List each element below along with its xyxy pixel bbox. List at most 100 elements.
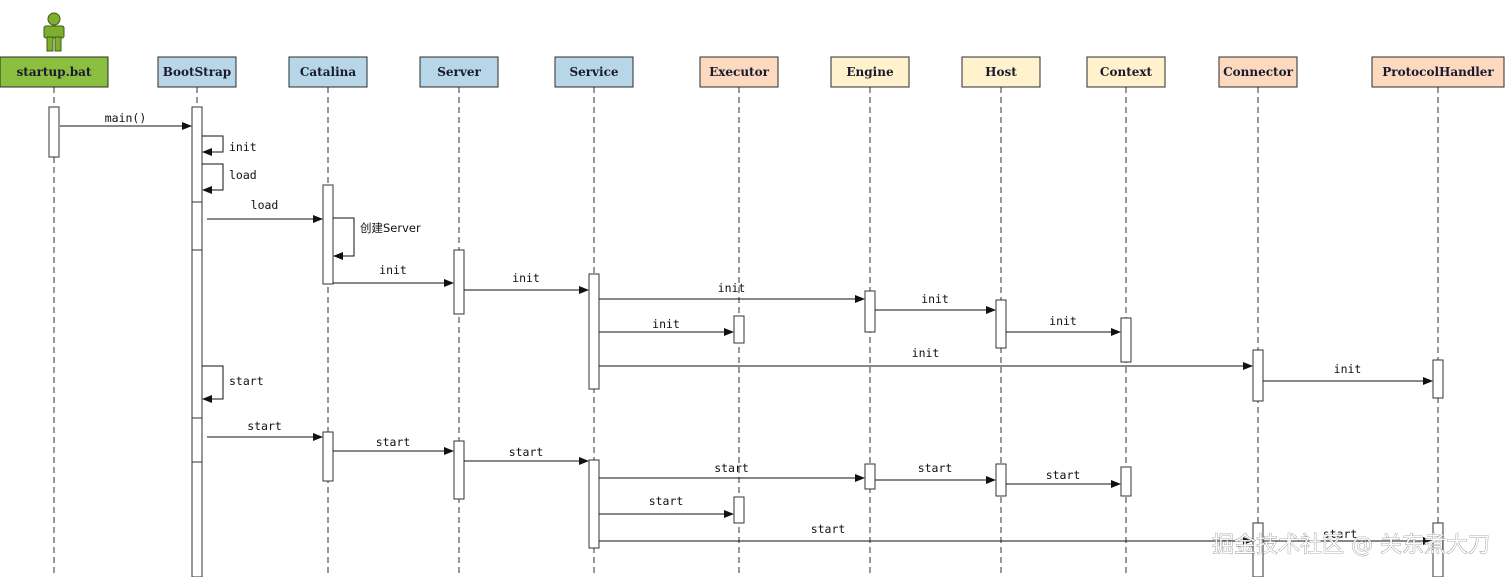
activation-bar-host	[995, 463, 1007, 497]
watermark: 掘金技术社区 @ 关东煮大刀	[1212, 533, 1490, 558]
message-label: start	[714, 461, 749, 475]
activation-bar-executor	[733, 496, 745, 524]
participant-box	[419, 56, 499, 88]
message-bootstrap-to-catalina: start	[207, 419, 323, 441]
participant-label: Executor	[709, 65, 770, 79]
message-catalina-to-server: start	[333, 435, 454, 455]
message-bootstrap-to-bootstrap: init	[202, 135, 257, 156]
message-label: init	[652, 317, 680, 331]
message-service-to-connector: init	[599, 346, 1253, 370]
message-label: start	[811, 522, 846, 536]
activation-bar-bootstrap	[191, 201, 203, 251]
message-label: start	[509, 445, 544, 459]
participant-startup: startup.bat	[0, 56, 109, 88]
message-label: start	[1046, 468, 1081, 482]
message-label: init	[718, 281, 746, 295]
message-server-to-service: init	[464, 271, 589, 294]
message-label: init	[912, 346, 940, 360]
participant-engine: Engine	[830, 56, 910, 88]
message-label: start	[247, 419, 282, 433]
message-label: init	[379, 263, 407, 277]
activation-bar-engine	[864, 290, 876, 333]
participant-service: Service	[554, 56, 634, 88]
message-label: init	[512, 271, 540, 285]
message-service-to-executor: start	[599, 494, 734, 518]
message-bootstrap-to-catalina: load	[207, 198, 323, 223]
participant-label: Host	[985, 65, 1017, 79]
participant-box	[961, 56, 1041, 88]
participant-box	[830, 56, 910, 88]
activation-bar-context	[1120, 466, 1132, 497]
participant-box	[157, 56, 237, 88]
self-call-arrow	[202, 163, 224, 194]
participant-connector: Connector	[1218, 56, 1298, 88]
participant-box	[0, 56, 109, 88]
message-label: start	[229, 374, 264, 388]
participant-server: Server	[419, 56, 499, 88]
message-label: start	[1323, 527, 1358, 541]
participant-label: Server	[437, 65, 481, 79]
activation-bar-host	[995, 299, 1007, 349]
activation-bar-startup	[48, 106, 60, 158]
message-host-to-context: start	[1006, 468, 1121, 488]
message-label: 创建Server	[360, 221, 421, 235]
message-label: start	[376, 435, 411, 449]
activation-bar-catalina	[322, 184, 334, 285]
message-engine-to-host: init	[875, 292, 996, 314]
message-label: load	[251, 198, 279, 212]
message-label: init	[1049, 314, 1077, 328]
participant-bootstrap: BootStrap	[157, 56, 237, 88]
participant-label: Engine	[846, 65, 894, 79]
participant-executor: Executor	[699, 56, 779, 88]
activation-bar-protocolhandler	[1432, 359, 1444, 399]
message-service-to-connector: start	[599, 522, 1253, 545]
participant-box	[1371, 56, 1505, 88]
message-bootstrap-to-bootstrap: start	[202, 365, 264, 403]
activation-bar-connector	[1252, 522, 1264, 577]
participant-label: startup.bat	[17, 65, 92, 79]
self-call-arrow	[202, 365, 224, 403]
message-service-to-engine: init	[599, 281, 865, 303]
message-label: init	[921, 292, 949, 306]
participant-label: BootStrap	[163, 65, 231, 79]
participant-box	[699, 56, 779, 88]
activation-bar-service	[588, 459, 600, 549]
message-connector-to-protocolhandler: init	[1263, 362, 1433, 385]
self-call-arrow	[202, 135, 224, 156]
participant-protocolhandler: ProtocolHandler	[1371, 56, 1505, 88]
activation-bar-server	[453, 440, 465, 500]
participant-label: Service	[569, 65, 618, 79]
activation-bar-connector	[1252, 349, 1264, 402]
actor-icon	[43, 12, 65, 52]
participant-context: Context	[1086, 56, 1166, 88]
message-connector-to-protocolhandler: start	[1263, 527, 1433, 545]
activation-bar-engine	[864, 463, 876, 490]
activation-bar-catalina	[322, 431, 334, 482]
participant-label: Context	[1100, 65, 1153, 79]
activation-bar-protocolhandler	[1432, 522, 1444, 577]
activation-bar-server	[453, 249, 465, 315]
message-label: load	[229, 168, 257, 182]
message-label: start	[918, 461, 953, 475]
participant-label: Connector	[1223, 65, 1293, 79]
message-bootstrap-to-bootstrap: load	[202, 163, 257, 194]
activation-bar-executor	[733, 315, 745, 344]
activation-bar-service	[588, 273, 600, 390]
participant-box	[1218, 56, 1298, 88]
participant-box	[288, 56, 368, 88]
message-startup-to-bootstrap: main()	[60, 111, 192, 130]
message-catalina-to-server: init	[333, 263, 454, 287]
message-host-to-context: init	[1006, 314, 1121, 336]
activation-bar-context	[1120, 317, 1132, 363]
message-label: init	[229, 140, 257, 154]
message-label: main()	[105, 111, 147, 125]
participant-label: Catalina	[300, 65, 356, 79]
message-label: start	[649, 494, 684, 508]
message-catalina-to-catalina: 创建Server	[333, 217, 421, 260]
message-label: init	[1334, 362, 1362, 376]
activation-bar-bootstrap	[191, 106, 203, 577]
message-service-to-executor: init	[599, 317, 734, 336]
participant-host: Host	[961, 56, 1041, 88]
activation-bar-bootstrap	[191, 417, 203, 463]
